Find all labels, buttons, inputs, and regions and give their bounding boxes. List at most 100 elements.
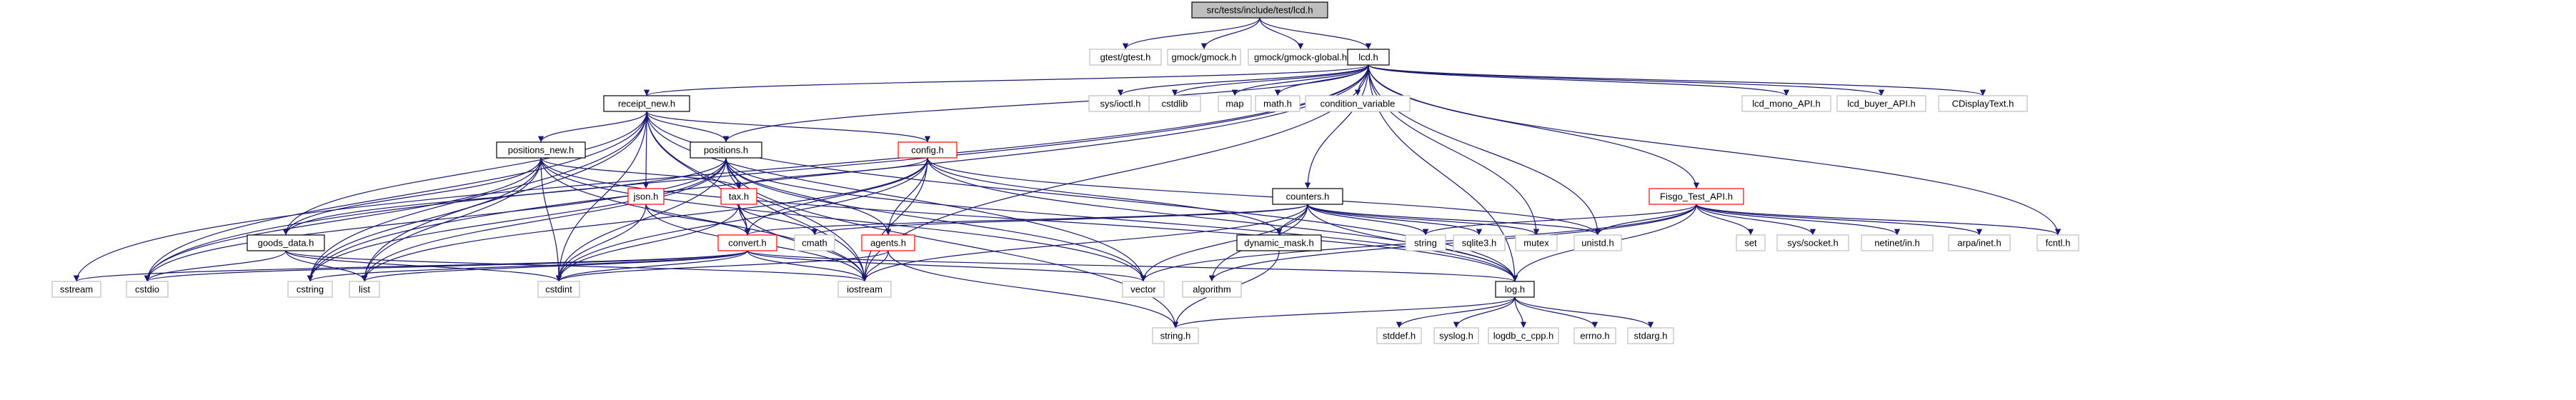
node-label-set: set bbox=[1744, 238, 1757, 249]
edge-positions-to-goods bbox=[282, 157, 727, 236]
node-cmath: cmath bbox=[794, 234, 835, 251]
node-label-errno: errno.h bbox=[1580, 331, 1609, 341]
edge-config-to-tax bbox=[735, 157, 928, 189]
edge-positions-to-vector bbox=[725, 157, 1147, 282]
node-box-lcdmono bbox=[1741, 95, 1831, 112]
edge-lcd-to-lcdmono bbox=[1368, 64, 1789, 96]
edge-root-to-gmock bbox=[1200, 17, 1260, 50]
node-label-positions: positions.h bbox=[704, 145, 748, 156]
node-box-stringh bbox=[1152, 327, 1199, 344]
node-positions[interactable]: positions.h bbox=[690, 141, 762, 159]
node-string: string bbox=[1405, 234, 1446, 251]
edge-root-to-lcd bbox=[1259, 17, 1372, 50]
edge-lcd-to-mutex bbox=[1368, 64, 1540, 236]
node-box-netinet bbox=[1861, 234, 1934, 251]
node-box-arpainet bbox=[1948, 234, 2011, 251]
edge-fisgo-to-arpainet bbox=[1696, 204, 1983, 236]
node-log[interactable]: log.h bbox=[1495, 281, 1535, 298]
node-label-fcntl: fcntl.h bbox=[2046, 238, 2071, 249]
edge-receipt-to-log bbox=[646, 111, 1518, 282]
node-config[interactable]: config.h bbox=[897, 141, 958, 159]
edge-json-to-convert bbox=[645, 204, 751, 236]
node-root[interactable]: src/tests/include/test/lcd.h bbox=[1191, 1, 1328, 19]
node-label-json: json.h bbox=[633, 191, 659, 202]
node-map: map bbox=[1218, 95, 1252, 112]
node-label-logdb: logdb_c_cpp.h bbox=[1493, 331, 1554, 341]
node-label-mutex: mutex bbox=[1523, 238, 1549, 249]
node-syslog: syslog.h bbox=[1433, 327, 1479, 344]
node-box-cmath bbox=[794, 234, 835, 251]
node-label-cdisplay: CDisplayText.h bbox=[1952, 99, 2014, 109]
node-cstring: cstring bbox=[287, 281, 333, 298]
edge-counters-to-dynmask bbox=[1275, 204, 1308, 236]
node-box-config bbox=[897, 141, 958, 159]
edge-json-to-cstdint bbox=[555, 204, 647, 282]
node-math: math.h bbox=[1255, 95, 1301, 112]
edge-fisgo-to-unistd bbox=[1594, 204, 1697, 236]
node-box-positions bbox=[690, 141, 762, 159]
node-label-counters: counters.h bbox=[1286, 191, 1330, 202]
node-box-logdb bbox=[1488, 327, 1559, 344]
node-label-sqlite: sqlite3.h bbox=[1462, 238, 1496, 249]
node-label-cstring: cstring bbox=[297, 284, 324, 295]
node-positionsnew[interactable]: positions_new.h bbox=[496, 141, 586, 159]
nodes-layer: src/tests/include/test/lcd.h gtest/gtest.… bbox=[51, 1, 2079, 344]
edge-lcd-to-sysioctl bbox=[1117, 64, 1369, 96]
node-label-cstdlib: cstdlib bbox=[1162, 99, 1188, 109]
edge-config-to-unistd bbox=[927, 157, 1601, 236]
node-box-math bbox=[1255, 95, 1301, 112]
node-box-positionsnew bbox=[496, 141, 586, 159]
node-receipt[interactable]: receipt_new.h bbox=[603, 95, 690, 112]
node-box-goods bbox=[247, 234, 325, 251]
node-label-gmock: gmock/gmock.h bbox=[1171, 52, 1236, 63]
node-box-agents bbox=[861, 234, 915, 251]
node-label-log: log.h bbox=[1505, 284, 1525, 295]
edge-lcd-to-counters bbox=[1304, 64, 1369, 189]
node-box-string bbox=[1405, 234, 1446, 251]
node-algorithm: algorithm bbox=[1182, 281, 1242, 298]
edge-convert-to-cstring bbox=[307, 250, 748, 282]
node-label-map: map bbox=[1225, 99, 1243, 109]
node-set: set bbox=[1736, 234, 1766, 251]
edge-agents-to-stringh bbox=[887, 250, 1179, 329]
node-label-syssocket: sys/socket.h bbox=[1787, 238, 1839, 249]
edge-fisgo-to-netinet bbox=[1696, 204, 1901, 236]
node-unistd: unistd.h bbox=[1573, 234, 1622, 251]
node-goods[interactable]: goods_data.h bbox=[247, 234, 325, 251]
node-tax[interactable]: tax.h bbox=[720, 188, 757, 205]
node-box-dynmask bbox=[1236, 234, 1322, 251]
node-fisgo[interactable]: Fisgo_Test_API.h bbox=[1648, 188, 1744, 205]
node-box-set bbox=[1736, 234, 1766, 251]
node-box-stdarg bbox=[1627, 327, 1674, 344]
edge-config-to-iostream bbox=[861, 157, 928, 282]
edge-receipt-to-cstdio bbox=[144, 111, 647, 282]
edge-lcd-to-unistd bbox=[1368, 64, 1601, 236]
node-label-unistd: unistd.h bbox=[1581, 238, 1614, 249]
node-label-condvar: condition_variable bbox=[1321, 99, 1396, 109]
node-label-arpainet: arpa/inet.h bbox=[1957, 238, 2001, 249]
node-label-positionsnew: positions_new.h bbox=[508, 145, 575, 156]
node-box-cstdio bbox=[126, 281, 169, 298]
node-agents[interactable]: agents.h bbox=[861, 234, 915, 251]
node-convert[interactable]: convert.h bbox=[717, 234, 777, 251]
edge-lcd-to-positions bbox=[722, 64, 1369, 143]
node-box-sstream bbox=[51, 281, 101, 298]
edge-lcd-to-receipt bbox=[644, 64, 1369, 96]
edge-tax-to-cstdint bbox=[555, 204, 740, 282]
node-label-gtest: gtest/gtest.h bbox=[1100, 52, 1151, 63]
node-box-sqlite bbox=[1453, 234, 1506, 251]
node-lcd[interactable]: lcd.h bbox=[1347, 49, 1390, 66]
node-box-receipt bbox=[603, 95, 690, 112]
edge-convert-to-list bbox=[362, 250, 748, 282]
node-box-iostream bbox=[837, 281, 892, 298]
node-box-json bbox=[627, 188, 665, 205]
node-dynmask[interactable]: dynamic_mask.h bbox=[1236, 234, 1322, 251]
node-counters[interactable]: counters.h bbox=[1272, 188, 1343, 205]
node-iostream: iostream bbox=[837, 281, 892, 298]
node-box-stddef bbox=[1376, 327, 1422, 344]
node-label-sysioctl: sys/ioctl.h bbox=[1100, 99, 1140, 109]
edge-counters-to-unistd bbox=[1307, 204, 1601, 236]
node-json[interactable]: json.h bbox=[627, 188, 665, 205]
edges-layer bbox=[73, 17, 2062, 329]
